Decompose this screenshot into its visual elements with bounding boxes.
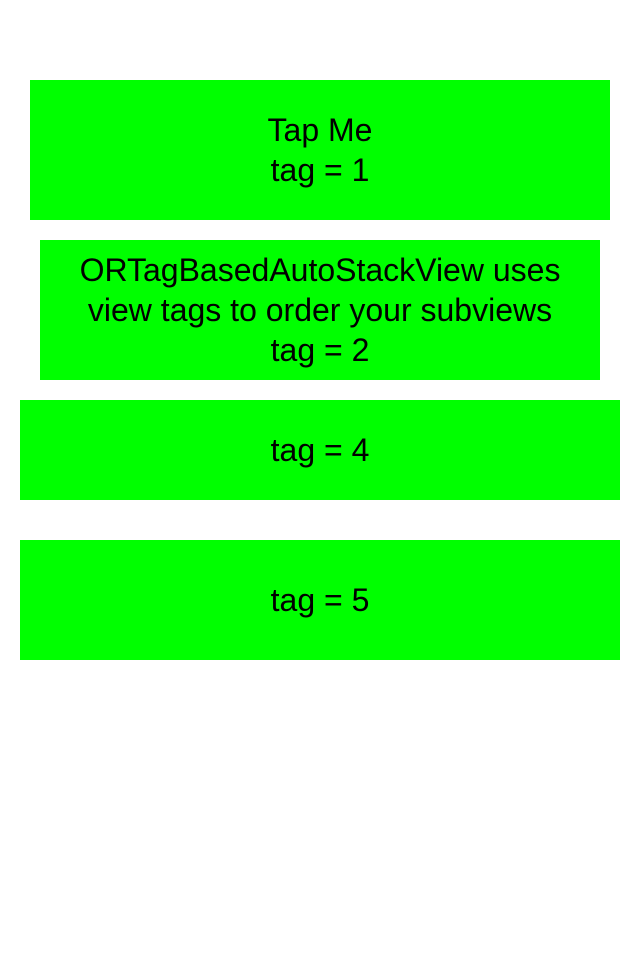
tag-5-view: tag = 5 — [20, 540, 620, 660]
tag-4-view: tag = 4 — [20, 400, 620, 500]
description-line-1: ORTagBasedAutoStackView uses — [79, 252, 561, 288]
description-line-2: view tags to order your subviews — [87, 292, 553, 328]
tag-2-label: tag = 2 — [270, 332, 370, 368]
tag-4-label: tag = 4 — [270, 432, 370, 468]
tag-1-label: tag = 1 — [270, 152, 370, 188]
tap-me-label: Tap Me — [267, 112, 373, 148]
tap-me-button[interactable]: Tap Me tag = 1 — [30, 80, 610, 220]
tag-5-label: tag = 5 — [270, 582, 370, 618]
tag-2-view: ORTagBasedAutoStackView uses view tags t… — [40, 240, 600, 380]
